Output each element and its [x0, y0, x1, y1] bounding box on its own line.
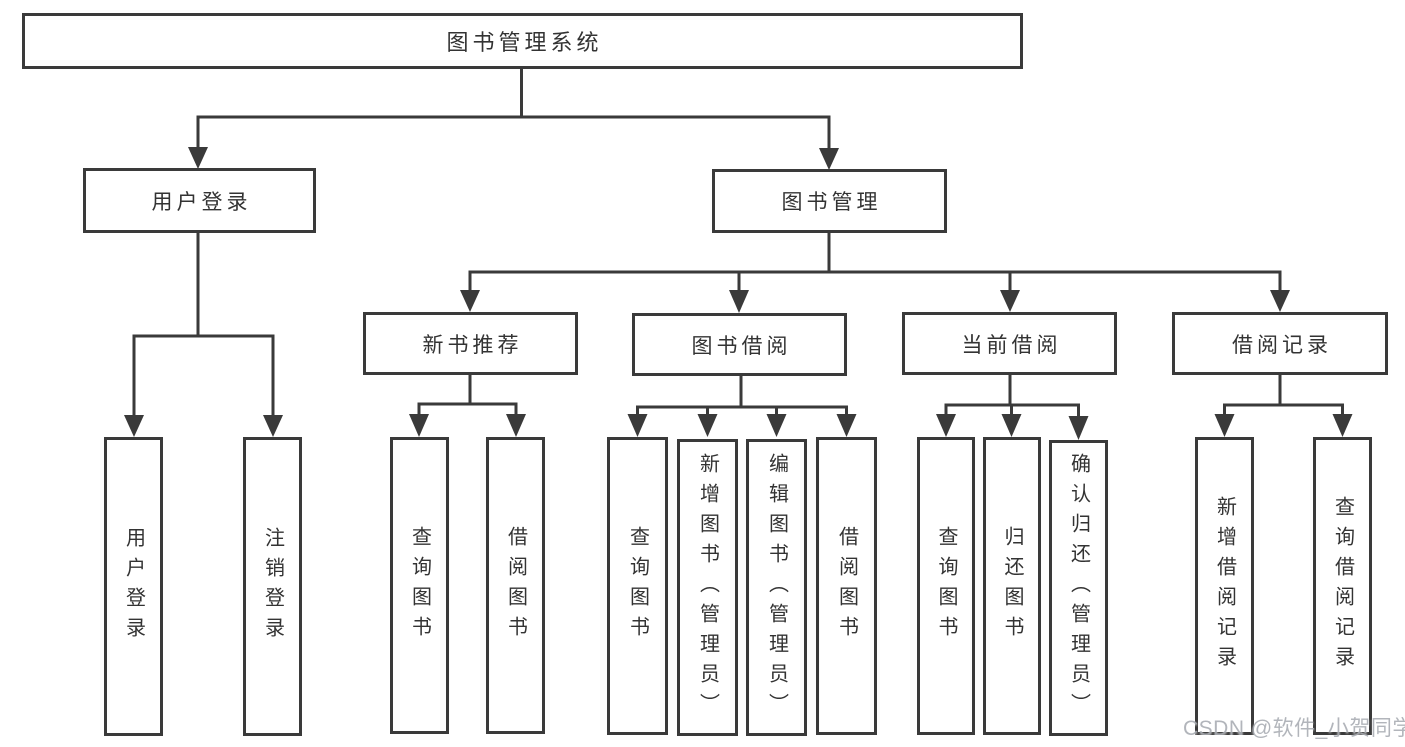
node-book-borrowing: 图书借阅: [632, 313, 847, 376]
node-user-login-leaf: 用户登录: [104, 437, 163, 736]
node-borrowing-query-books: 查询图书: [607, 437, 668, 735]
node-label: 图书管理: [781, 191, 882, 214]
connector-book-management-split: [460, 233, 1290, 313]
node-book-management-system: 图书管理系统: [22, 13, 1023, 69]
node-current-borrowing: 当前借阅: [902, 312, 1117, 375]
node-borrowing-records: 借阅记录: [1172, 312, 1388, 375]
node-label: 新书推荐: [422, 333, 523, 357]
node-borrowing-borrow-books: 借阅图书: [816, 437, 877, 735]
node-label: 归还图书: [1001, 526, 1023, 646]
node-confirm-return-admin: 确认归还（管理员）: [1049, 440, 1108, 736]
node-label: 查询图书: [408, 525, 431, 646]
node-label: 用户登录: [151, 190, 252, 214]
node-label: 当前借阅: [961, 333, 1062, 357]
node-new-book-recommend: 新书推荐: [363, 312, 578, 375]
node-label: 用户登录: [122, 526, 145, 647]
connector-book-borrowing-split: [627, 376, 857, 437]
node-label: 查询图书: [935, 526, 957, 646]
node-label: 借阅记录: [1232, 333, 1332, 357]
node-user-login-branch: 用户登录: [83, 168, 316, 233]
node-edit-books-admin: 编辑图书（管理员）: [746, 439, 807, 736]
node-label: 新增借阅记录: [1213, 496, 1236, 676]
node-add-borrow-record: 新增借阅记录: [1195, 437, 1254, 735]
node-recommend-borrow-books: 借阅图书: [486, 437, 545, 734]
node-label: 借阅图书: [835, 526, 858, 646]
node-add-books-admin: 新增图书（管理员）: [677, 439, 738, 736]
node-label: 图书借阅: [691, 334, 792, 358]
connector-new-book-recommend-split: [409, 375, 526, 437]
node-return-books: 归还图书: [983, 437, 1041, 735]
node-current-query-books: 查询图书: [917, 437, 975, 735]
node-label: 借阅图书: [504, 525, 527, 646]
node-query-borrow-record: 查询借阅记录: [1313, 437, 1372, 735]
node-label: 新增图书（管理员）: [696, 452, 719, 723]
node-label: 注销登录: [261, 526, 284, 647]
connector-root-to-level2: [188, 68, 839, 170]
node-label: 图书管理系统: [446, 30, 603, 55]
node-label: 编辑图书（管理员）: [765, 452, 788, 723]
node-book-management-branch: 图书管理: [712, 169, 947, 233]
connector-user-login-split: [124, 232, 283, 437]
watermark-csdn: CSDN @软件_小贺同学: [1183, 717, 1405, 740]
connector-current-borrowing-split: [936, 375, 1089, 440]
node-label: 查询图书: [626, 526, 649, 646]
connector-borrowing-records-split: [1214, 375, 1353, 437]
node-logout-leaf: 注销登录: [243, 437, 302, 736]
node-label: 查询借阅记录: [1331, 496, 1354, 676]
node-label: 确认归还（管理员）: [1067, 453, 1090, 723]
node-recommend-query-books: 查询图书: [390, 437, 449, 734]
